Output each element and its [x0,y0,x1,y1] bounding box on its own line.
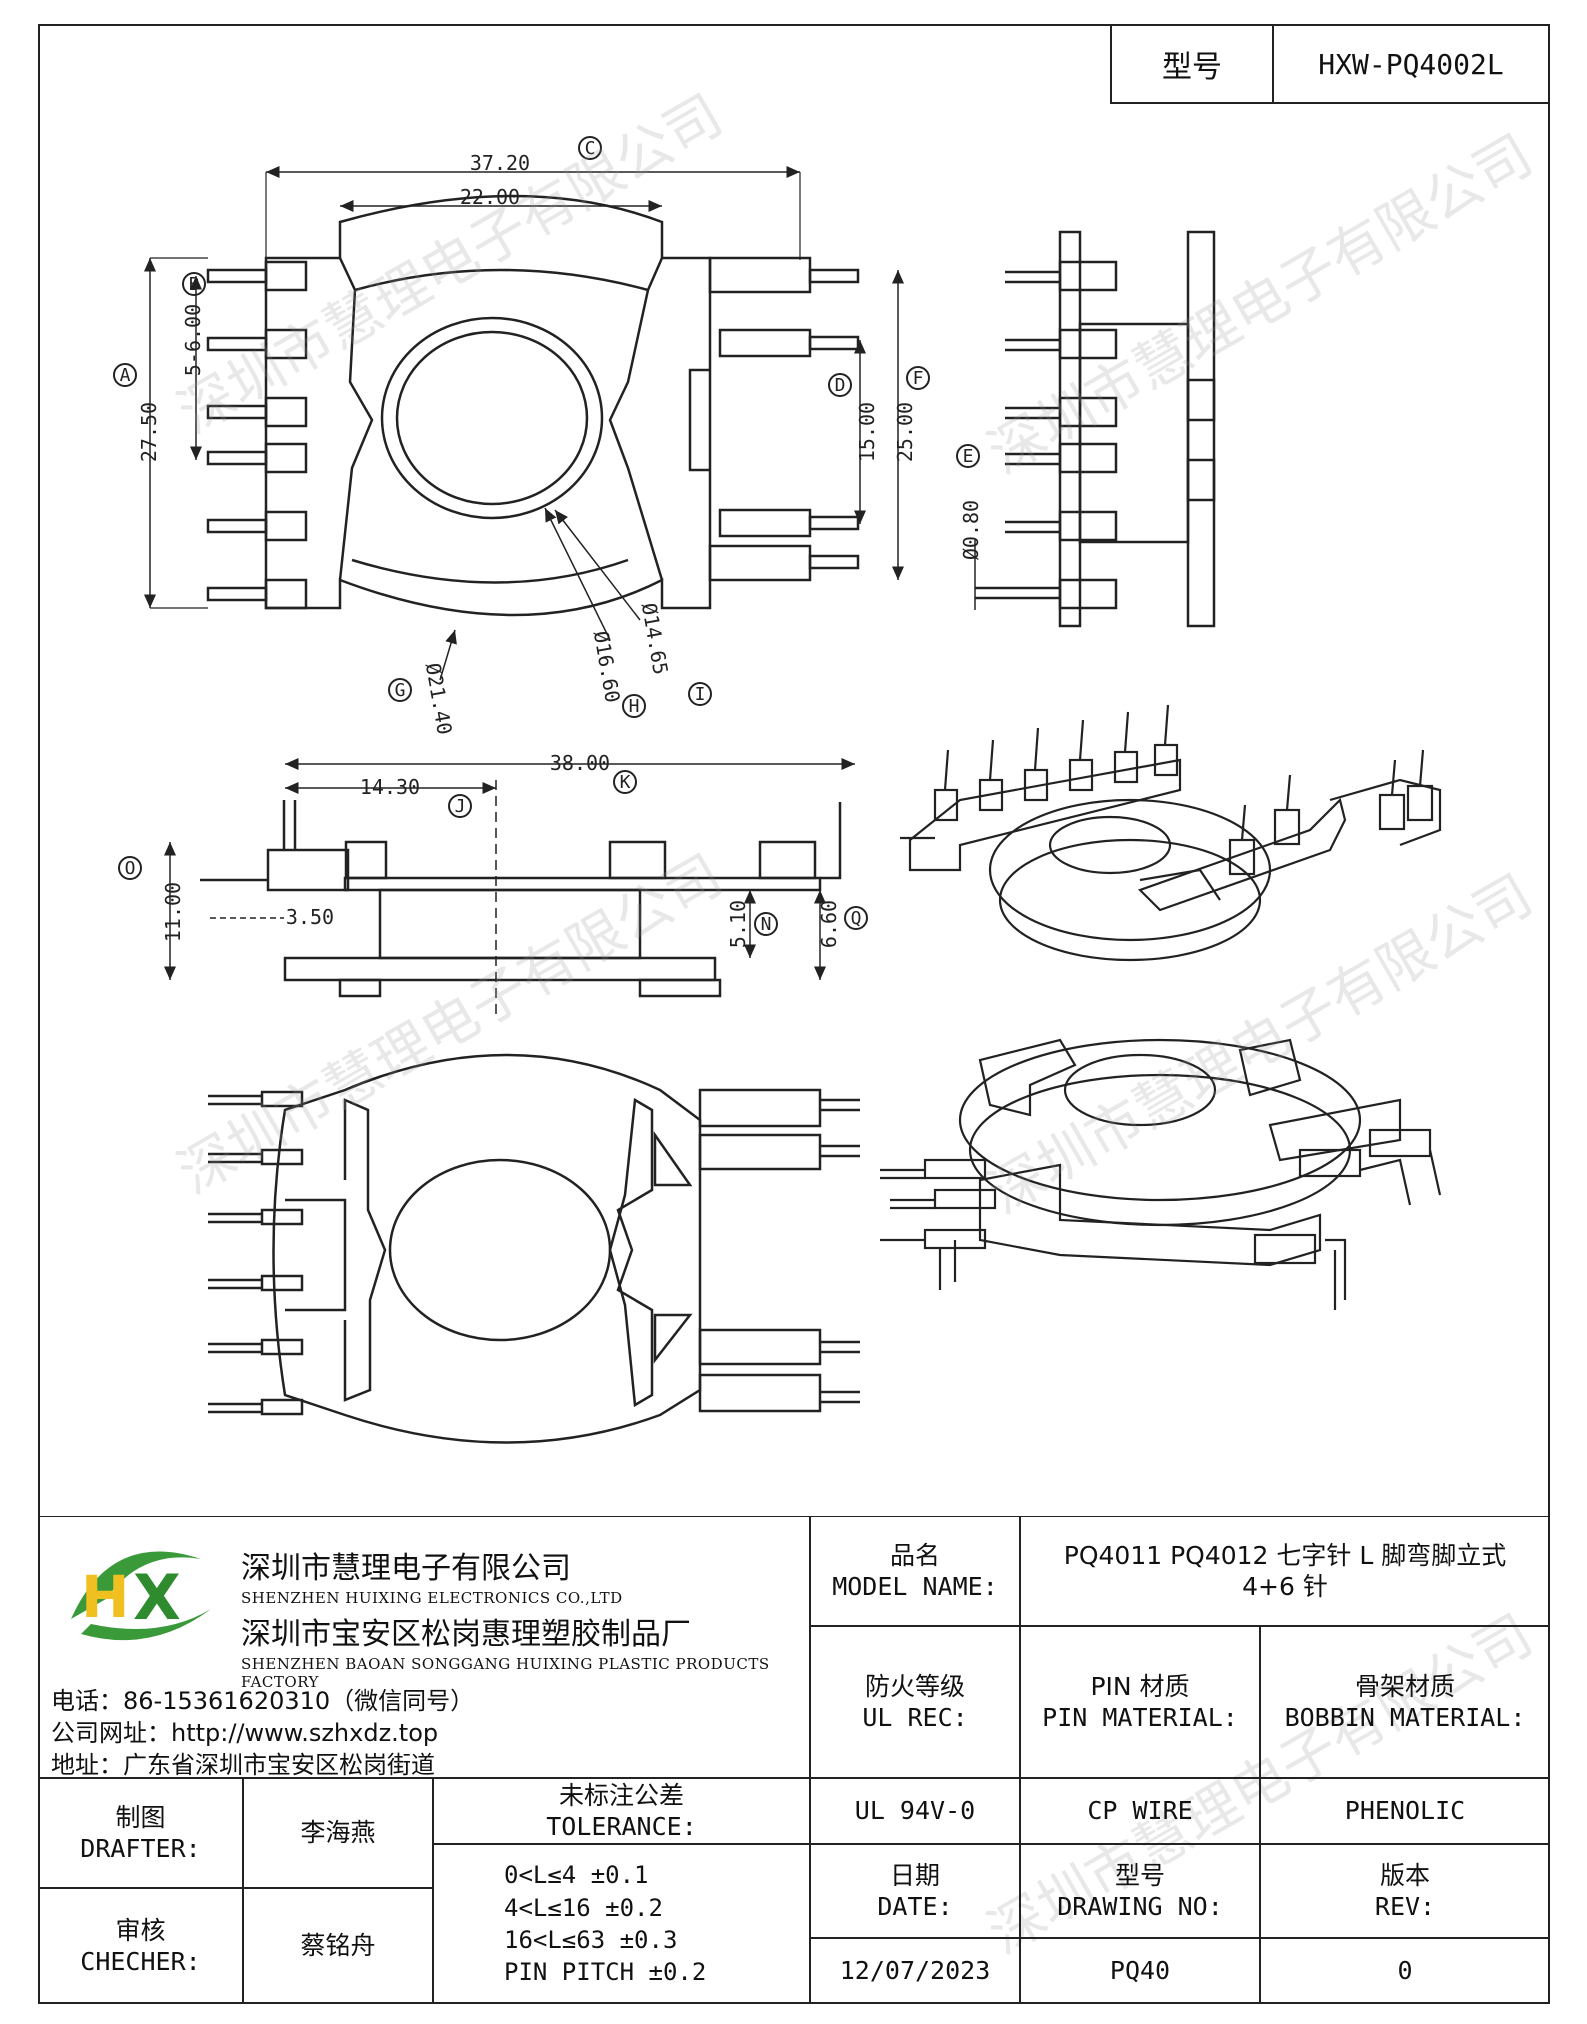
label-h: H [629,696,640,717]
ul-rec-label: 防火等级 UL REC: [810,1626,1020,1778]
dim-height-a: 27.50 [137,402,161,462]
label-j: J [455,796,466,817]
pin-material-label: PIN 材质 PIN MATERIAL: [1020,1626,1260,1778]
checker-name: 蔡铭舟 [243,1888,433,2004]
label-a: A [120,365,131,386]
label-i: I [695,684,706,705]
rev-label: 版本 REV: [1260,1844,1550,1938]
bobbin-value: PHENOLIC [1260,1778,1550,1844]
pin-en: PIN MATERIAL: [1042,1703,1238,1732]
dim-inner-width: 22.00 [460,185,520,209]
model-name-cn: 品名 [889,1540,940,1570]
dim-overall-f: 25.00 [893,402,917,462]
date-cn: 日期 [889,1860,940,1890]
pin-cn: PIN 材质 [1090,1671,1190,1701]
dim-diameter-i: Ø14.65 [637,601,673,676]
address: 地址：广东省深圳市宝安区松岗街道 [51,1751,435,1779]
bobbin-material-label: 骨架材质 BOBBIN MATERIAL: [1260,1626,1550,1778]
ul-value: UL 94V-0 [810,1778,1020,1844]
checker-en: CHECHER: [80,1947,201,1976]
phone: 电话：86-15361620310（微信同号） [51,1687,475,1715]
drafter-label: 制图 DRAFTER: [38,1778,243,1888]
model-name-en: MODEL NAME: [832,1572,998,1601]
company-logo: H X [71,1551,211,1641]
label-q: Q [851,908,862,929]
drafter-cn: 制图 [115,1802,166,1832]
tolerance-en: TOLERANCE: [546,1812,697,1841]
company-info: H X 深圳市慧理电子有限公司 SHENZHEN HUIXING ELECTRO… [38,1516,810,1779]
drawing-no-value: PQ40 [1020,1938,1260,2004]
dim-front-offset: 14.30 [360,775,420,799]
dim-pin-span-d: 15.00 [855,402,879,462]
dim-front-overall: 38.00 [550,751,610,775]
tolerance-line: 0<L≤4 ±0.1 [504,1861,649,1890]
ul-en: UL REC: [862,1703,968,1732]
website: 公司网址：http://www.szhxdz.top [51,1719,439,1747]
date-value: 12/07/2023 [810,1938,1020,2004]
side-view: Ø0.80 E [956,230,1216,628]
dim-height-q: 6.60 [817,900,841,948]
bottom-view [208,1053,860,1444]
model-value: HXW-PQ4002L [1318,47,1504,81]
pin-value: CP WIRE [1020,1778,1260,1844]
rev-en: REV: [1374,1892,1436,1921]
tolerance-label: 未标注公差 TOLERANCE: [433,1778,810,1844]
checker-cn: 审核 [115,1915,166,1945]
title-block: H X 深圳市慧理电子有限公司 SHENZHEN HUIXING ELECTRO… [38,1516,1550,2004]
logo-h: H [81,1563,130,1631]
dim-diameter-h: Ø16.60 [589,629,625,704]
isometric-view-top [900,704,1442,962]
bobbin-cn: 骨架材质 [1354,1671,1455,1701]
bobbin-en: BOBBIN MATERIAL: [1284,1703,1526,1732]
company-name-cn: 深圳市慧理电子有限公司 [241,1551,571,1586]
technical-drawing: 37.20 22.00 27.50 5-6.00 15.00 25.00 Ø21… [113,136,1442,1444]
dim-height-n: 5.10 [726,900,750,948]
drawing-no-label: 型号 DRAWING NO: [1020,1844,1260,1938]
drawing-en: DRAWING NO: [1057,1892,1223,1921]
logo-x: X [133,1561,181,1634]
label-g: G [395,680,406,701]
model-name-value-line2: 4+6 针 [1242,1572,1328,1601]
dim-overall-width: 37.20 [470,151,530,175]
dim-diameter-g: Ø21.40 [421,661,457,736]
label-b: B [189,274,200,295]
model-number-box: 型号 HXW-PQ4002L [1110,24,1550,104]
date-label: 日期 DATE: [810,1844,1020,1938]
tolerance-cn: 未标注公差 [558,1780,684,1810]
date-en: DATE: [877,1892,953,1921]
factory-name-en: SHENZHEN BAOAN SONGGANG HUIXING PLASTIC … [241,1655,770,1691]
factory-name-cn: 深圳市宝安区松岗惠理塑胶制品厂 [241,1617,691,1652]
drafter-en: DRAFTER: [80,1834,201,1863]
model-name-label: 品名 MODEL NAME: [810,1516,1020,1626]
dim-front-height: 11.00 [161,882,185,942]
label-o: O [125,858,136,879]
model-name-value: PQ4011 PQ4012 七字针 L 脚弯脚立式 4+6 针 [1020,1516,1550,1626]
label-d: D [835,375,846,396]
label-e: E [963,446,974,467]
rev-cn: 版本 [1379,1860,1430,1890]
tolerance-values: 0<L≤4 ±0.1 4<L≤16 ±0.2 16<L≤63 ±0.3 PIN … [433,1844,810,2004]
model-label: 型号 [1112,26,1274,102]
dim-pin-length: 3.50 [286,905,334,929]
tolerance-line: PIN PITCH ±0.2 [504,1958,707,1987]
checker-label: 审核 CHECHER: [38,1888,243,2004]
company-name-en: SHENZHEN HUIXING ELECTRONICS CO.,LTD [241,1589,623,1607]
drafter-name: 李海燕 [243,1778,433,1888]
dim-pin-dia: Ø0.80 [959,500,983,560]
dim-pitch-b: 5-6.00 [181,304,205,376]
ul-cn: 防火等级 [864,1671,965,1701]
label-n: N [761,914,772,935]
tolerance-line: 16<L≤63 ±0.3 [504,1926,678,1954]
top-view: 37.20 22.00 27.50 5-6.00 15.00 25.00 Ø21… [113,136,930,736]
drawing-cn: 型号 [1114,1860,1165,1890]
model-name-value-line1: PQ4011 PQ4012 七字针 L 脚弯脚立式 [1063,1540,1507,1570]
tolerance-line: 4<L≤16 ±0.2 [504,1893,663,1922]
rev-value: 0 [1260,1938,1550,2004]
label-k: K [620,772,631,793]
isometric-view-bottom [880,1038,1442,1310]
label-c: C [585,138,596,159]
label-f: F [913,368,924,389]
front-view: 38.00 14.30 11.00 3.50 5.10 6.60 K J O N… [118,751,868,1016]
